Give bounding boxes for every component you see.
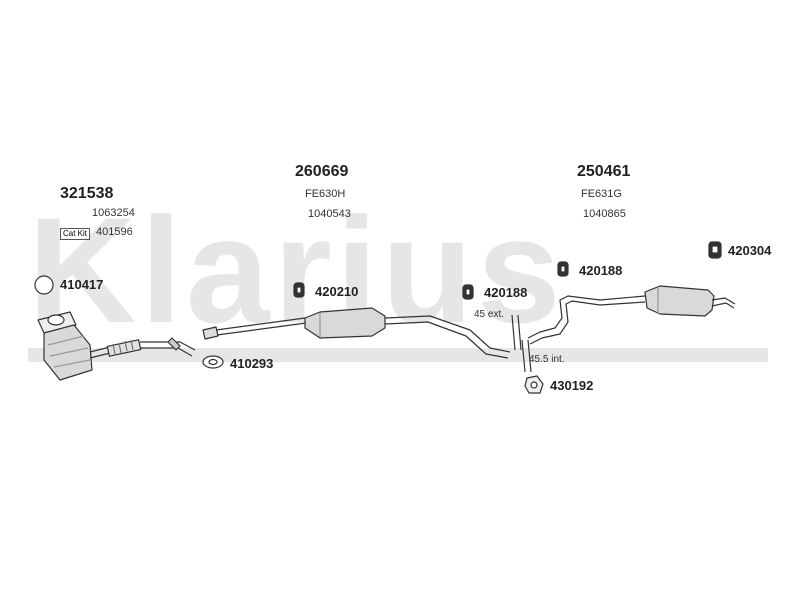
assembly-number: 250461 <box>577 163 631 180</box>
part-number: 410293 <box>230 356 274 371</box>
part-number: 420188 <box>579 263 623 278</box>
rubber-mount-icon[interactable] <box>293 282 305 298</box>
joint-mark <box>511 314 522 351</box>
rubber-mount-icon[interactable] <box>462 284 474 300</box>
assembly-ref: 1063254 <box>92 207 135 219</box>
rear-silencer[interactable] <box>527 285 736 345</box>
joint-mark <box>521 339 532 373</box>
cat-kit-number: 401596 <box>96 226 133 238</box>
part-number: 420304 <box>728 243 772 258</box>
o-ring-icon[interactable] <box>34 275 54 295</box>
dimension-note: 45.5 int. <box>529 354 565 365</box>
assembly-number: 321538 <box>60 185 114 202</box>
catalytic-converter[interactable] <box>37 311 93 381</box>
rubber-mount-icon[interactable] <box>557 261 569 277</box>
assembly-ref: 1040543 <box>308 208 351 220</box>
assembly-ref: FE631G <box>581 188 622 200</box>
dimension-note: 45 ext. <box>474 309 505 320</box>
part-number: 410417 <box>60 277 104 292</box>
rubber-mount-icon[interactable] <box>708 241 722 259</box>
front-pipe[interactable] <box>89 337 196 359</box>
part-number: 420210 <box>315 284 359 299</box>
middle-silencer[interactable] <box>202 307 511 359</box>
assembly-number: 260669 <box>295 163 349 180</box>
part-number: 420188 <box>484 285 528 300</box>
gasket-icon[interactable] <box>202 355 224 369</box>
assembly-ref: FE630H <box>305 188 346 200</box>
part-number: 430192 <box>550 378 594 393</box>
clamp-icon[interactable] <box>524 375 544 394</box>
cat-kit-badge: Cat Kit <box>60 228 91 240</box>
assembly-ref: 1040865 <box>583 208 626 220</box>
